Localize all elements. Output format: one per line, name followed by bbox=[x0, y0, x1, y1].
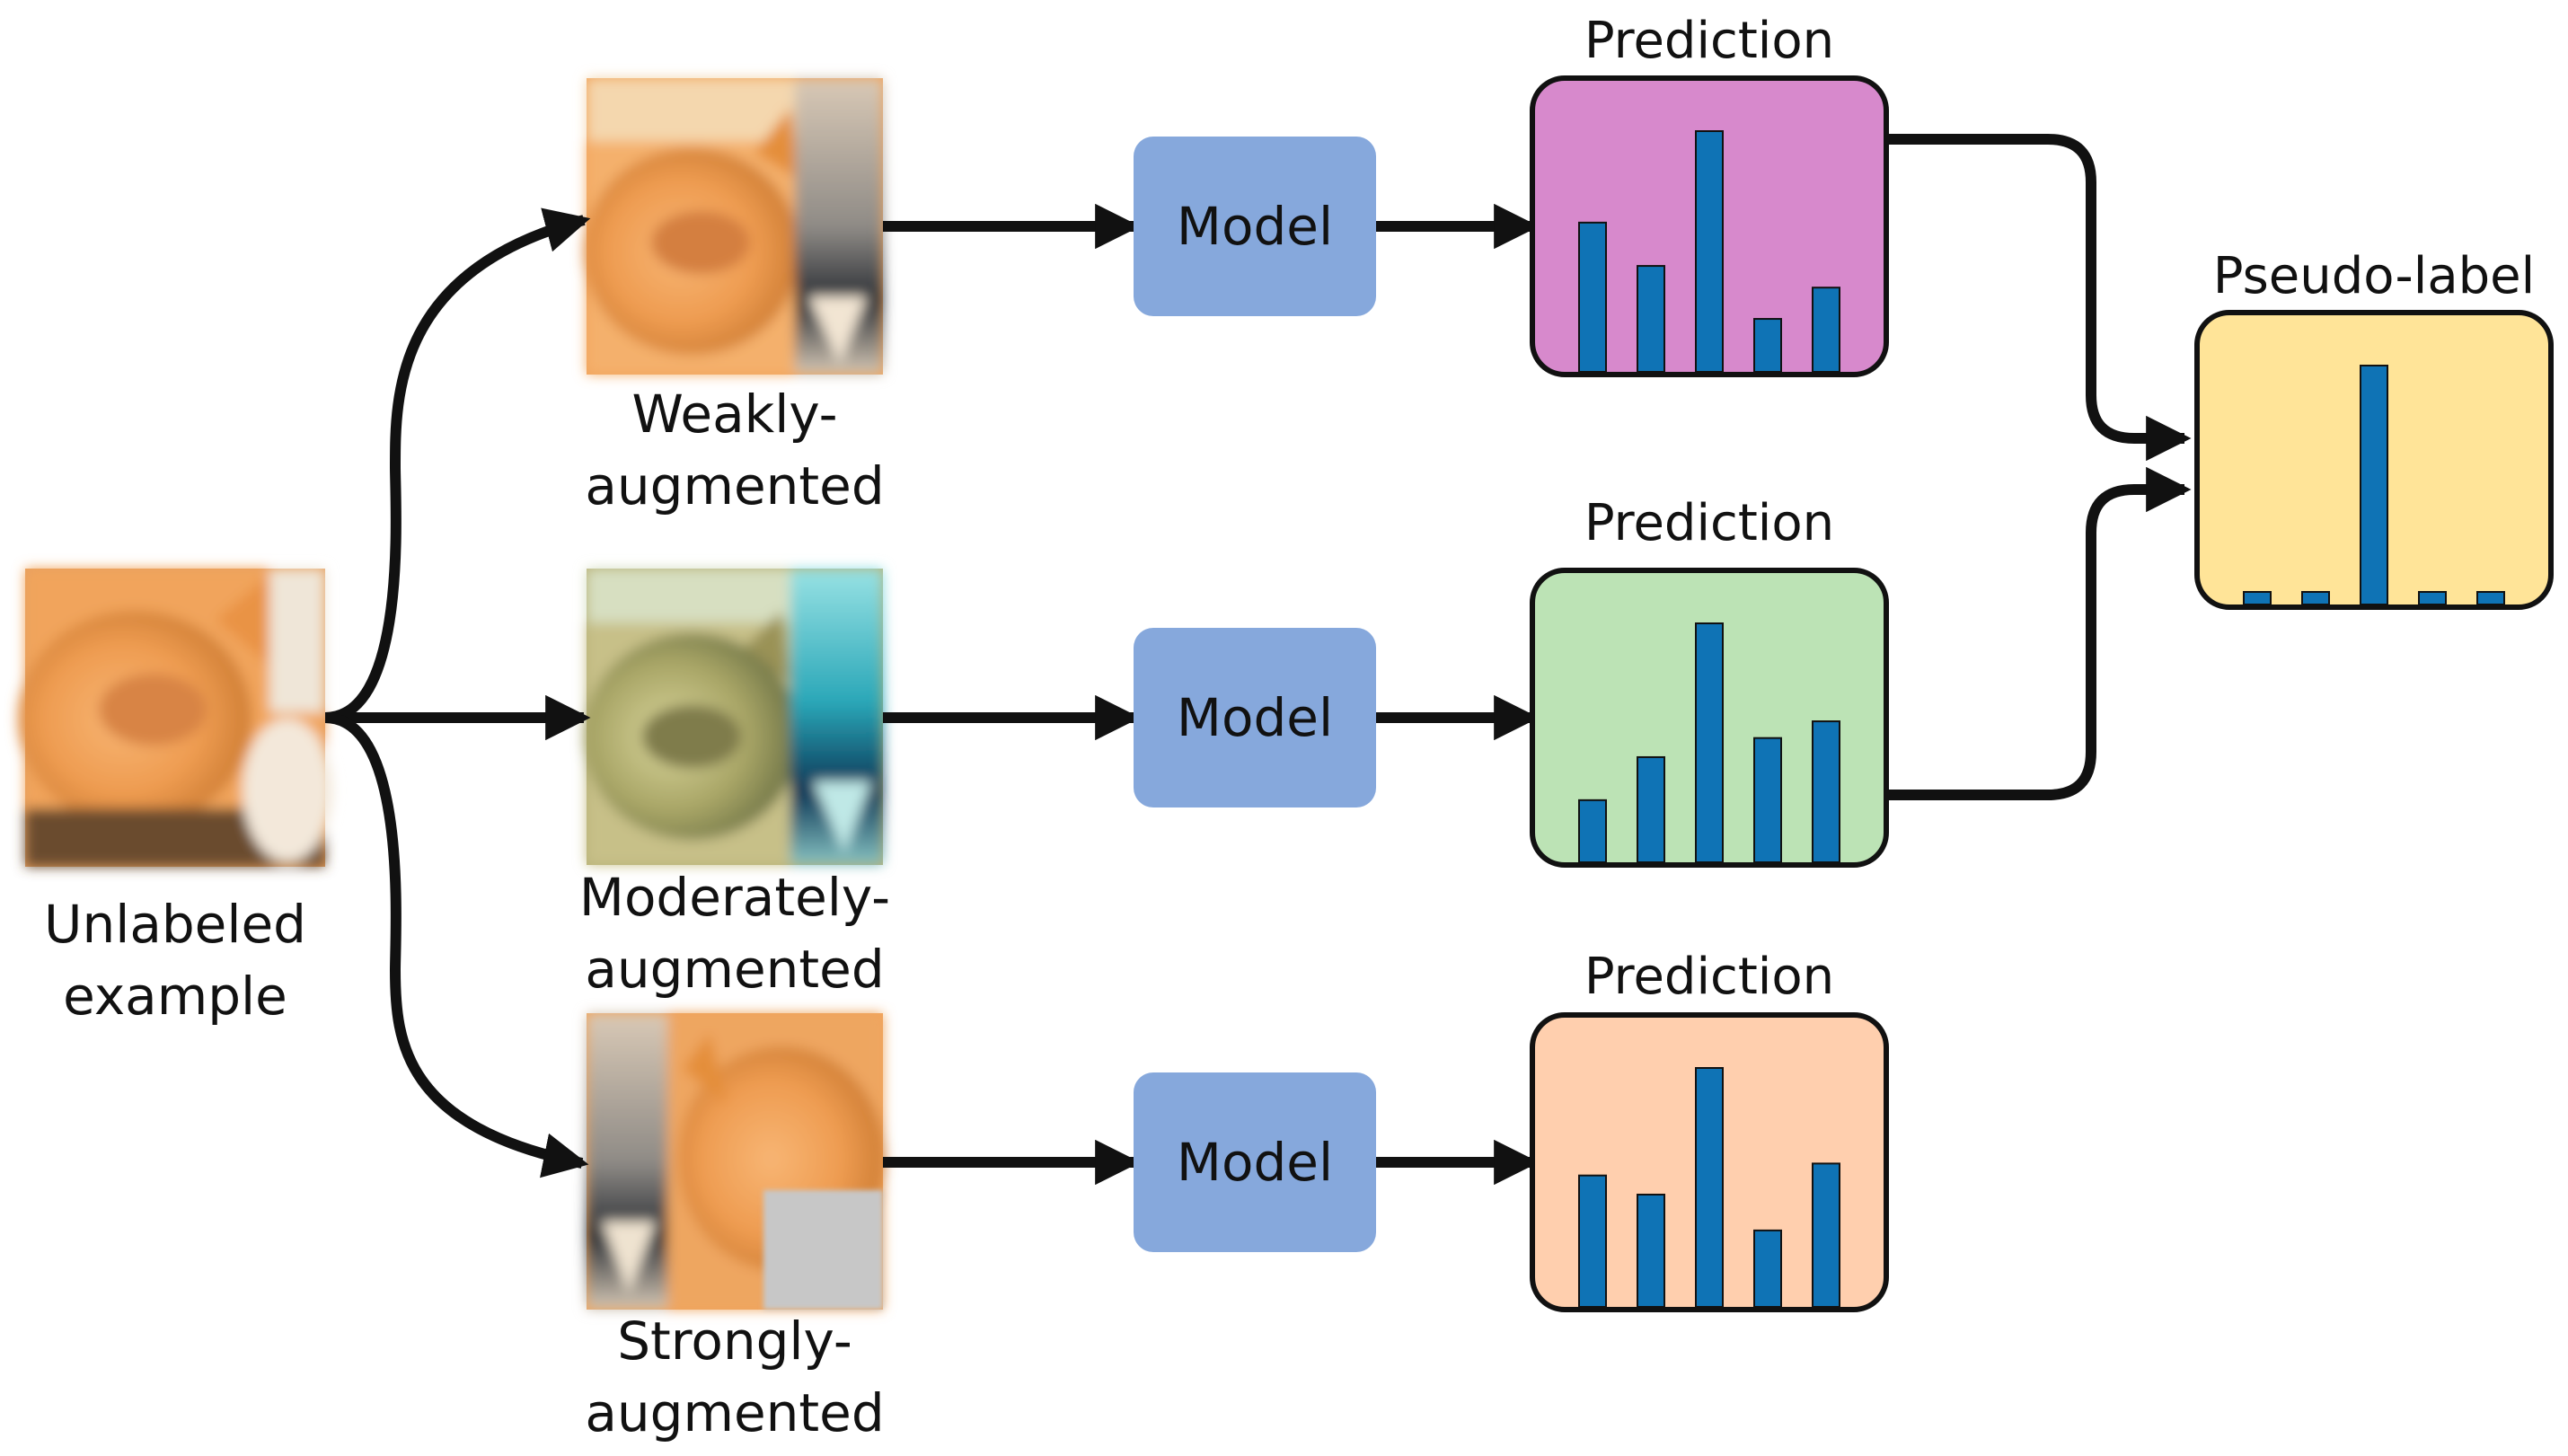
prediction-weak-bar-1 bbox=[1578, 221, 1607, 373]
prediction-strong-bar-2 bbox=[1637, 1193, 1665, 1308]
prediction-moderate-bar-3 bbox=[1695, 622, 1724, 863]
prediction-moderate-bar-4 bbox=[1753, 737, 1782, 863]
prediction-moderate-bar-1 bbox=[1578, 799, 1607, 864]
moderate-label-line1: Moderately- bbox=[578, 867, 891, 928]
pseudo-label-bar-2 bbox=[2301, 591, 2330, 605]
unlabeled-example-image bbox=[18, 569, 332, 867]
prediction-strong-bar-5 bbox=[1812, 1162, 1840, 1309]
moderate-label-line2: augmented bbox=[585, 939, 885, 1000]
pseudo-label-bar-5 bbox=[2476, 591, 2505, 605]
prediction-weak-bar-2 bbox=[1637, 265, 1665, 373]
model-box-moderate: Model bbox=[1134, 628, 1376, 807]
prediction-weak-bar-4 bbox=[1753, 318, 1782, 374]
prediction-weak-bar-5 bbox=[1812, 287, 1840, 374]
unlabeled-label-line1: Unlabeled bbox=[44, 894, 306, 955]
pseudo-label-panel bbox=[2194, 310, 2554, 610]
pseudo-label-title: Pseudo-label bbox=[2212, 247, 2536, 305]
pseudo-label-bar-3 bbox=[2360, 365, 2388, 605]
arrow-pred-weak-to-pseudo bbox=[1886, 134, 2192, 462]
prediction-title-strong: Prediction bbox=[1584, 948, 1835, 1006]
prediction-strong-bar-3 bbox=[1695, 1067, 1724, 1308]
strong-label-line1: Strongly- bbox=[617, 1310, 852, 1372]
model-label: Model bbox=[1176, 1132, 1334, 1193]
prediction-panel-weak bbox=[1530, 75, 1889, 377]
model-box-weak: Model bbox=[1134, 137, 1376, 316]
prediction-moderate-bar-5 bbox=[1812, 720, 1840, 863]
prediction-moderate-bar-2 bbox=[1637, 755, 1665, 864]
pseudo-label-bar-1 bbox=[2243, 591, 2272, 605]
arrow-pred-moderate-to-pseudo bbox=[1886, 466, 2192, 800]
weak-label-line2: augmented bbox=[585, 455, 885, 516]
model-label: Model bbox=[1176, 196, 1334, 257]
prediction-weak-bar-3 bbox=[1695, 130, 1724, 373]
prediction-strong-bar-1 bbox=[1578, 1174, 1607, 1308]
moderate-augmented-image bbox=[584, 569, 883, 865]
prediction-title-moderate: Prediction bbox=[1584, 494, 1835, 552]
model-box-strong: Model bbox=[1134, 1072, 1376, 1252]
prediction-title-weak: Prediction bbox=[1584, 12, 1835, 70]
prediction-strong-bar-4 bbox=[1753, 1229, 1782, 1309]
prediction-panel-moderate bbox=[1530, 568, 1889, 868]
prediction-panel-strong bbox=[1530, 1012, 1889, 1312]
branch-arrow-weak bbox=[324, 207, 591, 723]
unlabeled-label-line2: example bbox=[63, 966, 287, 1027]
pseudo-label-bar-4 bbox=[2418, 591, 2447, 605]
weak-augmented-image bbox=[584, 78, 883, 375]
strong-augmented-image bbox=[587, 1013, 885, 1310]
strong-label-line2: augmented bbox=[585, 1382, 885, 1443]
branch-arrow-strong bbox=[324, 712, 589, 1178]
model-label: Model bbox=[1176, 687, 1334, 748]
weak-label-line1: Weakly- bbox=[631, 384, 838, 445]
